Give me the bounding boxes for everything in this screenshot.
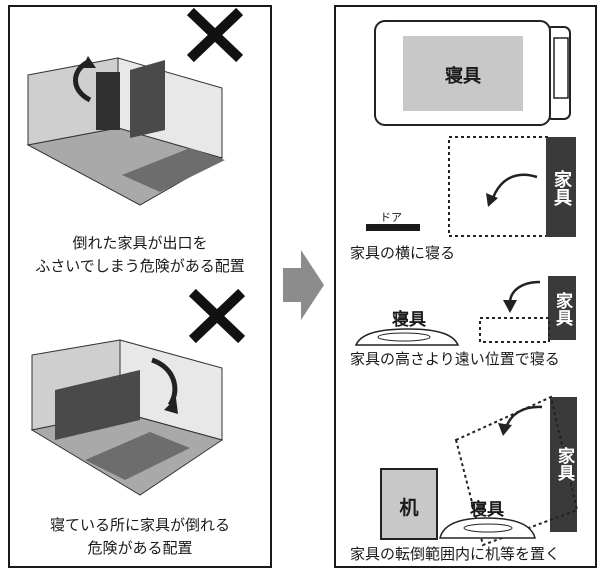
- door-label: ドア: [380, 211, 402, 224]
- door-icon: [366, 224, 420, 231]
- caption-line: 寝ている所に家具が倒れる: [49, 516, 230, 534]
- fall-range: [454, 395, 579, 547]
- wardrobe-icon: [130, 60, 165, 138]
- caption-far-from-furniture: 家具の高さより遠い位置で寝る: [350, 350, 560, 368]
- cross-icon: [186, 7, 244, 63]
- bedding-area: [403, 36, 523, 111]
- fall-arrow-icon: [491, 173, 538, 199]
- desk-label: 机: [399, 497, 419, 519]
- furniture-block: [546, 137, 576, 237]
- caption-line: 倒れた家具が出口を: [72, 234, 208, 252]
- fall-arrow-icon: [151, 357, 178, 407]
- good-layout-panel: [334, 5, 597, 568]
- next-arrow-icon: [283, 250, 324, 320]
- door-open-icon: [96, 72, 120, 130]
- caption-line: 危険がある配置: [87, 539, 193, 557]
- desk-icon: [380, 468, 438, 540]
- cross-icon: [188, 288, 246, 344]
- furniture-label: 家具: [551, 170, 572, 206]
- caption-beside-furniture: 家具の横に寝る: [350, 244, 456, 262]
- furniture-label: 家具: [554, 447, 574, 481]
- bed-icon: [122, 148, 225, 192]
- furniture-label: 家具: [552, 292, 572, 326]
- bed-icon: [85, 432, 190, 480]
- room-illustration-falling-on-bed: [30, 339, 224, 496]
- room-illustration-door-blocked: [26, 56, 225, 206]
- bedding-label: 寝具: [392, 310, 426, 330]
- furniture-block: [550, 397, 577, 532]
- caption-line: ふさいでしまう危険がある配置: [35, 257, 245, 275]
- caption-door-blocked: 倒れた家具が出口を ふさいでしまう危険がある配置: [8, 232, 272, 278]
- furniture-block: [548, 276, 576, 340]
- caption-falling-on-bed: 寝ている所に家具が倒れる 危険がある配置: [8, 514, 272, 560]
- fall-range: [479, 317, 550, 343]
- dresser-icon: [55, 370, 140, 440]
- bedding-label: 寝具: [470, 500, 504, 520]
- caption-desk-in-fall-range: 家具の転倒範囲内に机等を置く: [350, 545, 561, 563]
- bedding-label: 寝具: [445, 66, 481, 87]
